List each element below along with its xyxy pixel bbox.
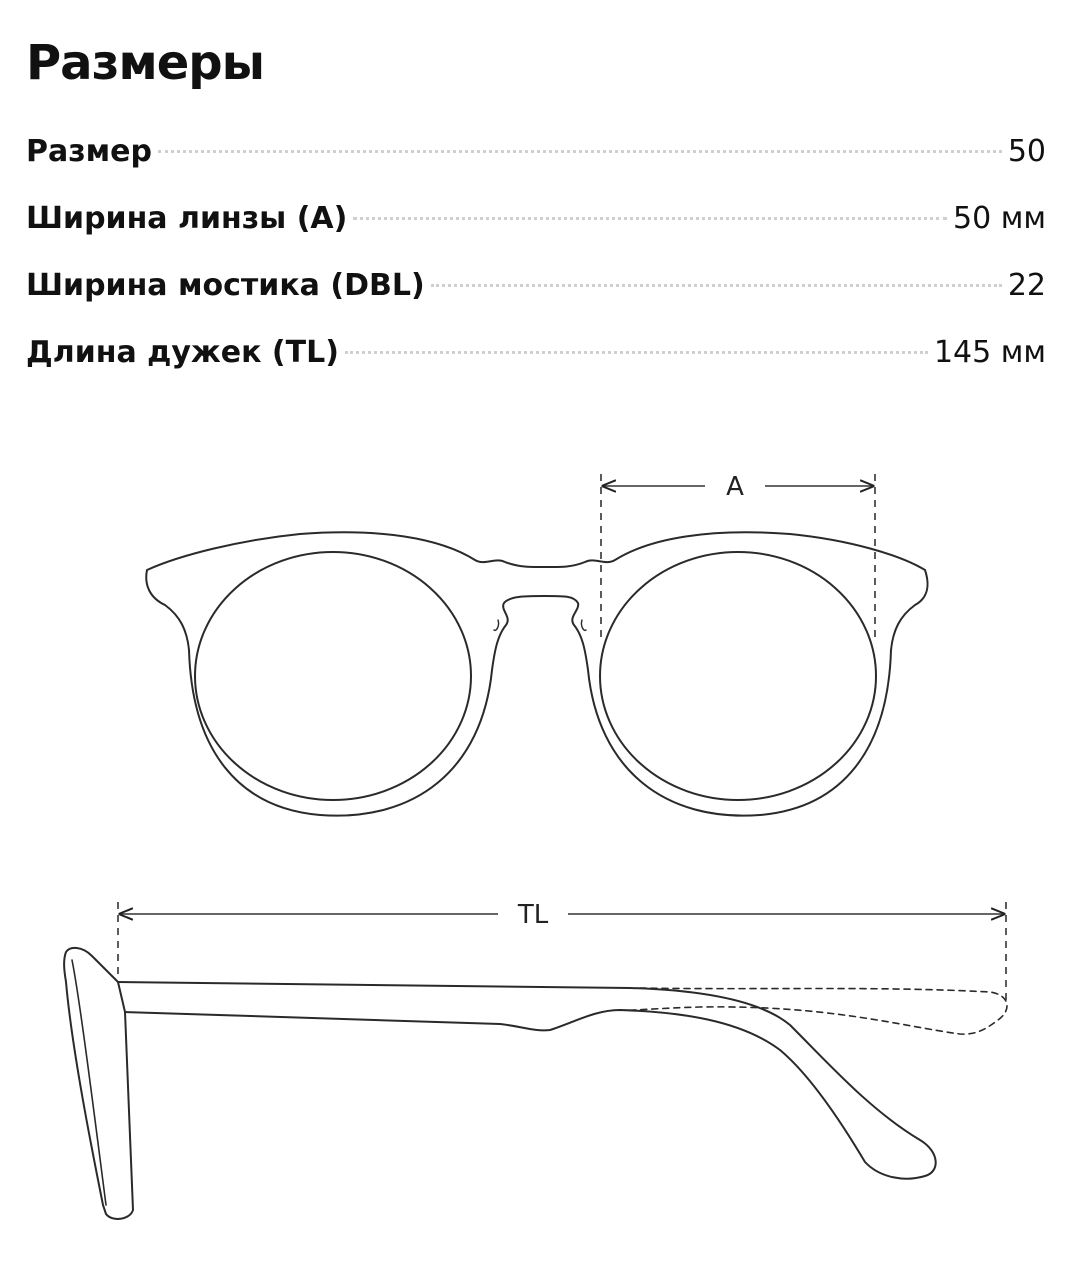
spec-label: Размер xyxy=(26,134,153,169)
dotted-leader xyxy=(430,284,1002,287)
spec-label: Ширина мостика (DBL) xyxy=(26,268,425,303)
spec-row-temple-length: Длина дужек (TL) 145 мм xyxy=(26,319,1046,386)
spec-value: 145 мм xyxy=(933,335,1046,370)
spec-value: 50 мм xyxy=(953,201,1046,236)
glasses-side-view xyxy=(63,946,1008,1220)
spec-label: Длина дужек (TL) xyxy=(26,335,339,370)
left-lens xyxy=(194,551,472,801)
spec-value: 22 xyxy=(1007,268,1046,303)
right-lens xyxy=(599,551,877,801)
temple-arm xyxy=(117,981,937,1180)
dimension-tl xyxy=(117,902,1007,1000)
front-frame-outline xyxy=(145,531,929,817)
dotted-leader xyxy=(353,217,948,220)
spec-row-lens-width: Ширина линзы (A) 50 мм xyxy=(26,185,1046,252)
temple-tip-dashed xyxy=(619,987,1008,1035)
spec-value: 50 xyxy=(1007,134,1046,169)
spec-label: Ширина линзы (A) xyxy=(26,201,348,236)
spec-row-bridge-width: Ширина мостика (DBL) 22 xyxy=(26,252,1046,319)
glasses-front-view xyxy=(145,531,929,817)
spec-row-size: Размер 50 xyxy=(26,118,1046,185)
dimension-tl-label: TL xyxy=(517,900,549,930)
page-title: Размеры xyxy=(26,35,265,91)
dimension-a xyxy=(600,474,876,640)
dotted-leader xyxy=(158,150,1002,153)
spec-list: Размер 50 Ширина линзы (A) 50 мм Ширина … xyxy=(26,118,1046,386)
dotted-leader xyxy=(344,351,928,354)
side-rim xyxy=(63,946,134,1220)
dimension-a-label: A xyxy=(726,472,744,502)
